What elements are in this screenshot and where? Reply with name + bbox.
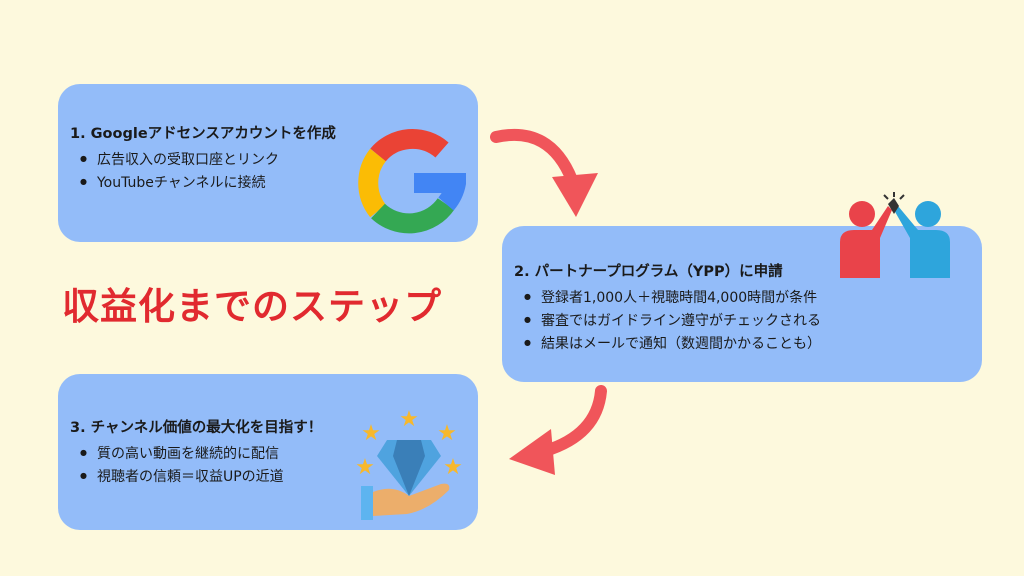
step-1-list: 広告収入の受取口座とリンク YouTubeチャンネルに接続 — [80, 148, 279, 194]
svg-text:★: ★ — [399, 407, 419, 432]
list-item: 視聴者の信頼＝収益UPの近道 — [80, 465, 284, 488]
step-3-heading: 3. チャンネル価値の最大化を目指す！ — [70, 420, 323, 436]
diamond-hand-icon: ★ ★ ★ ★ ★ — [355, 407, 463, 520]
step-3-card: 3. チャンネル価値の最大化を目指す！ 質の高い動画を継続的に配信 視聴者の信頼… — [58, 374, 478, 530]
list-item: 登録者1,000人＋視聴時間4,000時間が条件 — [524, 286, 821, 309]
step-3-list: 質の高い動画を継続的に配信 視聴者の信頼＝収益UPの近道 — [80, 442, 284, 488]
svg-text:★: ★ — [355, 455, 375, 480]
page-title: 収益化までのステップ — [62, 285, 442, 328]
list-item: 広告収入の受取口座とリンク — [80, 148, 279, 171]
arrow-step2-to-step3 — [509, 385, 607, 475]
step-2-card: 2. パートナープログラム（YPP）に申請 登録者1,000人＋視聴時間4,00… — [502, 226, 982, 382]
svg-text:★: ★ — [437, 421, 457, 446]
svg-text:★: ★ — [361, 421, 381, 446]
list-item: 質の高い動画を継続的に配信 — [80, 442, 284, 465]
step-1-heading: 1. Googleアドセンスアカウントを作成 — [70, 126, 336, 142]
svg-text:★: ★ — [443, 455, 463, 480]
step-2-list: 登録者1,000人＋視聴時間4,000時間が条件 審査ではガイドライン遵守がチェ… — [524, 286, 821, 355]
step-1-card: 1. Googleアドセンスアカウントを作成 広告収入の受取口座とリンク You… — [58, 84, 478, 242]
step-2-heading: 2. パートナープログラム（YPP）に申請 — [514, 264, 783, 280]
google-logo-icon — [358, 128, 466, 234]
list-item: 結果はメールで通知（数週間かかることも） — [524, 332, 821, 355]
high-five-icon — [840, 192, 950, 278]
list-item: YouTubeチャンネルに接続 — [80, 171, 279, 194]
arrow-step1-to-step2 — [490, 128, 598, 217]
list-item: 審査ではガイドライン遵守がチェックされる — [524, 309, 821, 332]
